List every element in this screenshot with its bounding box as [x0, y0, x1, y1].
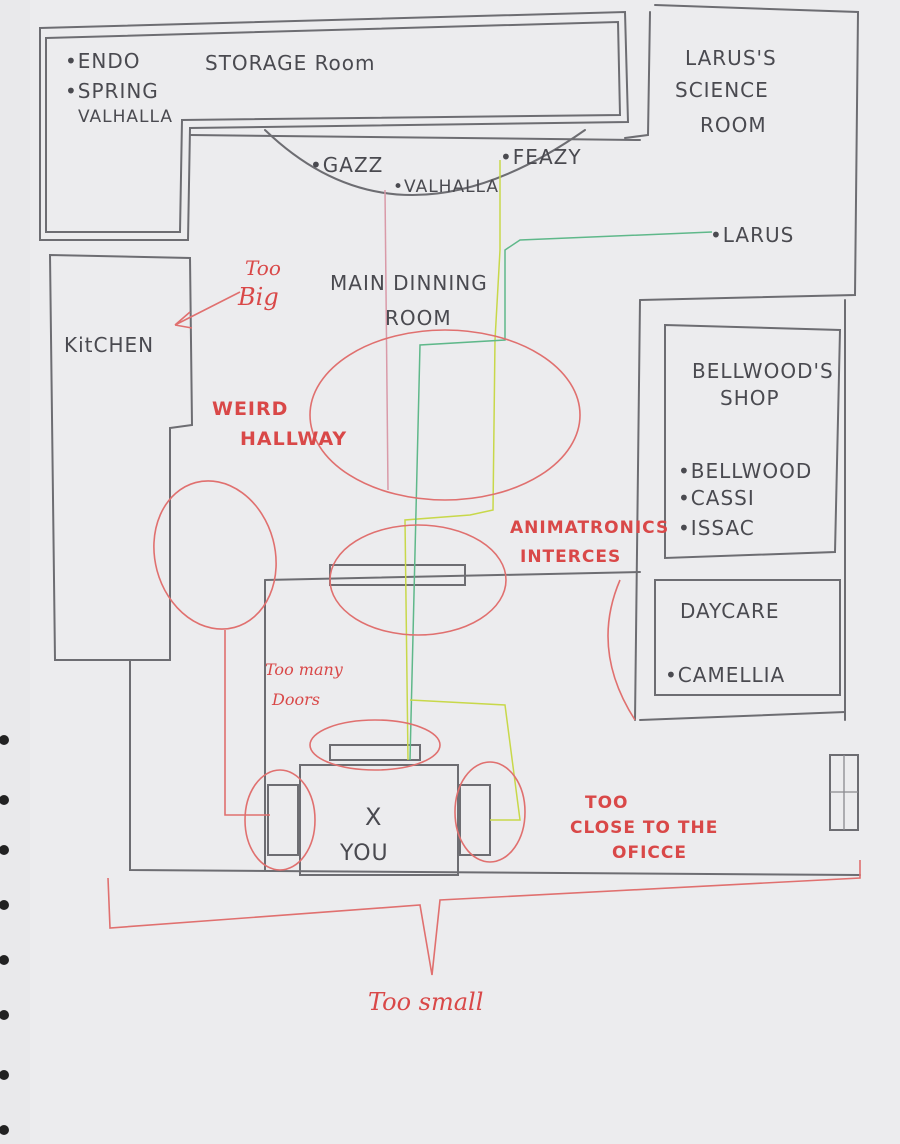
- note-animatronics: ANIMATRONICS: [510, 518, 669, 538]
- shop-item: •ISSAC: [678, 516, 755, 540]
- science-room-label: ROOM: [700, 113, 767, 137]
- walls: [39, 4, 861, 876]
- note-too-big: Big: [237, 283, 279, 311]
- note-too-small: Too small: [368, 988, 483, 1016]
- daycare-label: DAYCARE: [680, 599, 779, 623]
- side-door-path: [409, 699, 521, 821]
- character-larus: •LARUS: [710, 223, 794, 247]
- kitchen-label: KitCHEN: [64, 333, 154, 357]
- feazy-path: [404, 160, 501, 761]
- notebook-rings: [0, 735, 9, 1135]
- science-room-label: LARUS'S: [685, 46, 777, 70]
- larus-path: [409, 231, 713, 761]
- stage-item: •GAZZ: [310, 153, 383, 177]
- dining-room-label: MAIN DINNING: [330, 271, 488, 295]
- science-room-label: SCIENCE: [675, 78, 769, 102]
- storage-item: •SPRING: [65, 79, 159, 103]
- shop-item: •CASSI: [678, 486, 755, 510]
- note-too-many-doors: Doors: [271, 690, 320, 709]
- note-too-many-doors: Too many: [265, 660, 344, 679]
- shop-label: SHOP: [720, 386, 780, 410]
- valhalla-path: [384, 189, 389, 491]
- red-markups: [107, 291, 861, 976]
- note-too-close: CLOSE TO THE: [570, 818, 718, 838]
- note-weird-hallway: HALLWAY: [240, 428, 347, 450]
- stage-item: •VALHALLA: [393, 177, 499, 197]
- storage-item: •ENDO: [65, 49, 141, 73]
- note-too-big: Too: [245, 256, 281, 280]
- storage-item: VALHALLA: [78, 107, 173, 127]
- shop-label: BELLWOOD'S: [692, 359, 834, 383]
- note-animatronics: INTERCES: [520, 547, 621, 567]
- note-weird-hallway: WEIRD: [212, 398, 288, 420]
- storage-room-label: STORAGE Room: [205, 51, 376, 75]
- note-too-close: TOO: [585, 793, 629, 813]
- daycare-item: •CAMELLIA: [665, 663, 785, 687]
- you-marker: X: [365, 803, 382, 831]
- dining-room-label: ROOM: [385, 306, 452, 330]
- shop-item: •BELLWOOD: [678, 459, 812, 483]
- office-label: YOU: [339, 841, 389, 866]
- stage-item: •FEAZY: [500, 145, 582, 169]
- note-too-close: OFICCE: [612, 843, 687, 863]
